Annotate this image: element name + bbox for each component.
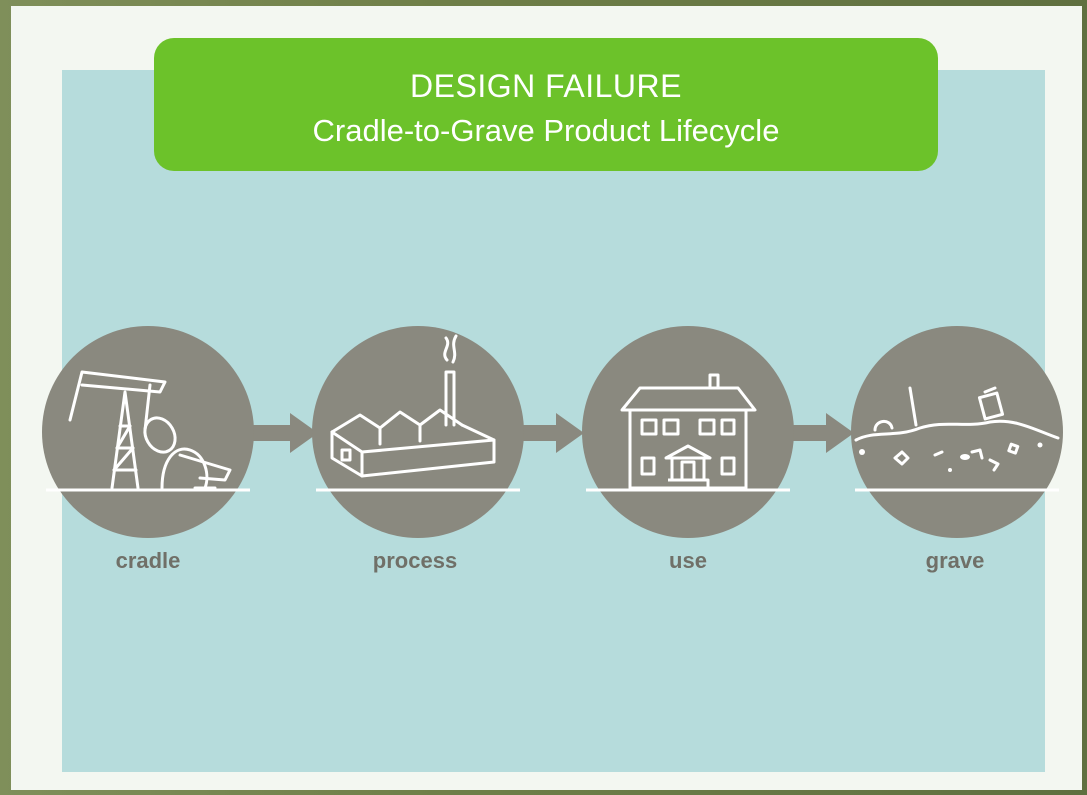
stage-cradle-circle bbox=[42, 326, 254, 538]
stage-grave-circle bbox=[851, 326, 1063, 538]
stage-use-circle bbox=[582, 326, 794, 538]
house-icon bbox=[620, 373, 757, 490]
subtitle: Cradle-to-Grave Product Lifecycle bbox=[312, 113, 780, 148]
stage-process-circle bbox=[312, 326, 524, 538]
stage-label-use: use bbox=[669, 548, 707, 573]
oil-pump-icon bbox=[68, 370, 232, 490]
factory-icon bbox=[330, 334, 496, 478]
stage-label-cradle: cradle bbox=[115, 548, 181, 573]
flow-arrows bbox=[250, 413, 854, 453]
title-banner: DESIGN FAILURE Cradle-to-Grave Product L… bbox=[154, 38, 938, 171]
landfill-icon bbox=[854, 386, 1060, 472]
landfill-debris bbox=[859, 442, 1043, 472]
stage-label-process: process bbox=[372, 548, 458, 573]
arrow-use-to-grave bbox=[788, 413, 854, 453]
stage-label-grave: grave bbox=[925, 548, 985, 573]
arrow-cradle-to-process bbox=[250, 413, 318, 453]
title: DESIGN FAILURE bbox=[410, 68, 682, 104]
arrow-process-to-use bbox=[519, 413, 584, 453]
